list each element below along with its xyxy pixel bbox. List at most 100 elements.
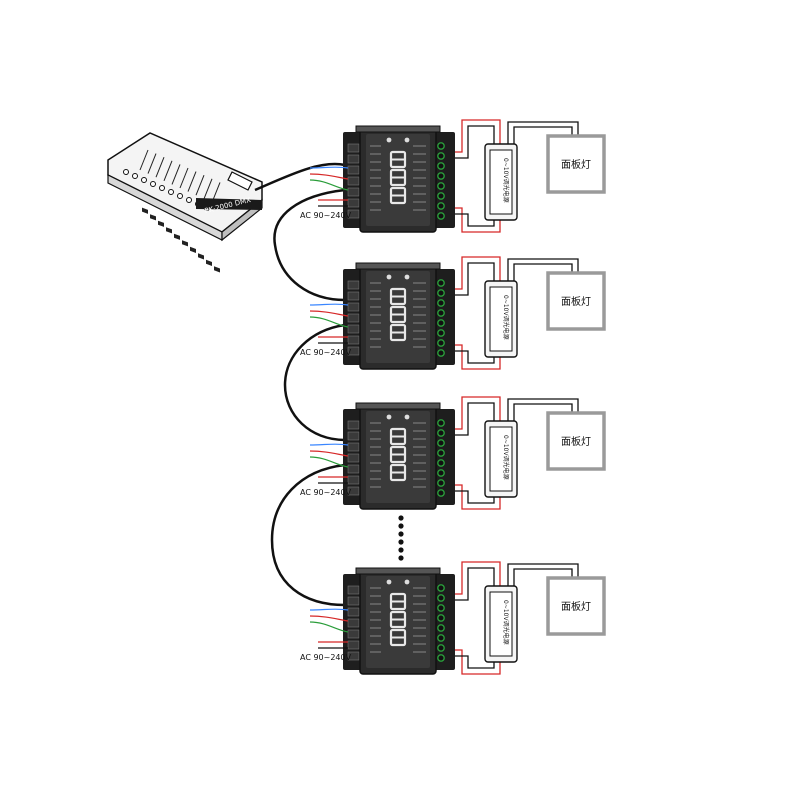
signal-wire-green: [309, 621, 349, 633]
continuation-dot: [398, 555, 404, 561]
terminal-screw: [347, 209, 360, 219]
panel-wire-1: [507, 398, 579, 421]
terminal-led: [437, 349, 445, 357]
panel-light: [546, 411, 606, 471]
console-fader-track: [155, 157, 165, 178]
signal-wire-red: [309, 173, 349, 180]
terminal-led: [437, 329, 445, 337]
terminal-led: [437, 614, 445, 622]
output-wire-dark-lower: [455, 490, 495, 504]
terminal-led: [437, 172, 445, 180]
terminal-led: [437, 439, 445, 447]
console-fader-track: [171, 164, 181, 185]
console-button: [186, 197, 192, 203]
console-fader-knob: [158, 220, 164, 227]
output-wire-red: [455, 256, 501, 290]
terminal-led: [437, 604, 445, 612]
terminal-led: [437, 469, 445, 477]
driver-label-window: [489, 149, 513, 215]
terminal-screw: [347, 651, 360, 661]
terminal-screw: [347, 420, 360, 430]
terminal-screw: [347, 143, 360, 153]
console-fader-track: [195, 175, 205, 196]
output-wire-red: [455, 561, 501, 595]
button-down: [404, 414, 410, 420]
console-fader-track: [179, 167, 189, 189]
terminal-led: [437, 142, 445, 150]
terminal-screw: [347, 640, 360, 650]
terminal-led: [437, 449, 445, 457]
output-wire-red-lower: [455, 649, 501, 675]
console-button: [132, 173, 138, 179]
panel-wire-1: [507, 121, 579, 144]
terminal-screw: [347, 313, 360, 323]
button-down: [404, 579, 410, 585]
button-up: [386, 579, 392, 585]
top-bracket: [355, 125, 441, 133]
panel-light-label: 面板灯: [561, 295, 591, 308]
top-bracket: [355, 567, 441, 575]
panel-wire-2: [513, 126, 573, 144]
terminal-screw: [347, 596, 360, 606]
signal-wire-green: [309, 456, 349, 468]
output-wire-red-lower: [455, 207, 501, 233]
decoder-unit-4: AC 90~240V0~10V调光电源面板灯: [300, 561, 606, 675]
terminal-led: [437, 624, 445, 632]
button-down: [404, 137, 410, 143]
decoder-units: AC 90~240V0~10V调光电源面板灯 AC 90~240V0~10V调光电…: [300, 119, 606, 675]
terminal-screw: [347, 453, 360, 463]
console-fader-track: [147, 153, 157, 174]
terminal-led: [437, 212, 445, 220]
terminal-led: [437, 594, 445, 602]
button-up: [386, 414, 392, 420]
continuation-dot: [398, 539, 404, 545]
terminal-led: [437, 644, 445, 652]
output-wire-red-lower: [455, 484, 501, 510]
terminal-led: [437, 202, 445, 210]
panel-wire-2: [513, 403, 573, 421]
driver-label-window: [489, 591, 513, 657]
terminal-led: [437, 279, 445, 287]
continuation-dot: [398, 523, 404, 529]
terminal-led: [437, 479, 445, 487]
driver-label: 0~10V调光电源: [502, 158, 510, 203]
console-fader-knob: [166, 227, 172, 234]
signal-wire-green: [309, 179, 349, 191]
driver-label: 0~10V调光电源: [502, 295, 510, 340]
console-fader-knob: [142, 207, 148, 214]
terminal-screw: [347, 280, 360, 290]
button-up: [386, 137, 392, 143]
driver-label: 0~10V调光电源: [502, 600, 510, 645]
panel-wire-2: [513, 263, 573, 281]
console-fader-track: [139, 149, 149, 171]
output-wire-red-lower: [455, 344, 501, 370]
terminal-led: [437, 339, 445, 347]
driver-label-window: [489, 286, 513, 352]
console-fader-track: [163, 160, 173, 181]
signal-wire-blue: [309, 443, 349, 446]
terminal-led: [437, 289, 445, 297]
terminal-screw: [347, 324, 360, 334]
driver-label-window: [489, 426, 513, 492]
terminal-screw: [347, 431, 360, 441]
continuation-dot: [398, 531, 404, 537]
terminal-screw: [347, 302, 360, 312]
terminal-led: [437, 299, 445, 307]
console-fader-knob: [182, 240, 188, 247]
terminal-screw: [347, 176, 360, 186]
decoder-faceplate: [366, 576, 430, 668]
terminal-screw: [347, 154, 360, 164]
terminal-led: [437, 419, 445, 427]
terminal-screw: [347, 442, 360, 452]
terminal-screw: [347, 291, 360, 301]
console-label-strip: [196, 198, 262, 210]
terminal-screw: [347, 607, 360, 617]
console-button: [168, 189, 174, 195]
terminal-led: [437, 489, 445, 497]
output-wire-red: [455, 396, 501, 430]
output-wire-red: [455, 119, 501, 153]
output-wire-dark-lower: [455, 655, 495, 669]
dmx-console: PK·2000 DMX: [107, 132, 263, 273]
decoder-unit-3: AC 90~240V0~10V调光电源面板灯: [300, 396, 606, 510]
continuation-dots: [398, 515, 404, 561]
